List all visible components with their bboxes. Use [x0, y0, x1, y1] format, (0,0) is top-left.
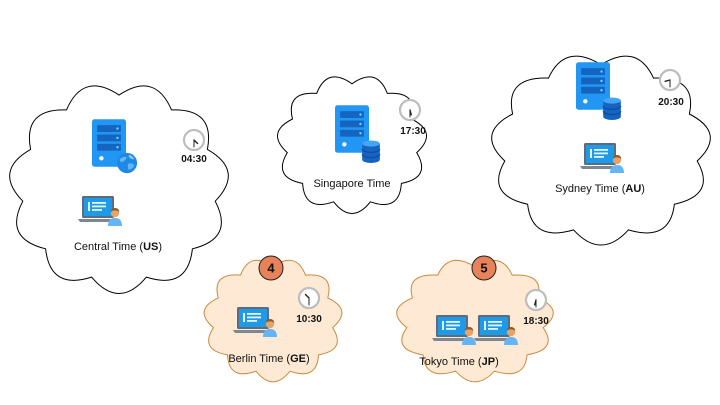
- cloud-central: [9, 85, 229, 294]
- region-label: Berlin Time (GE): [228, 353, 309, 365]
- clock-hour-hand: [193, 139, 199, 145]
- clock-icon: [398, 98, 422, 122]
- badge-number: 5: [480, 261, 487, 276]
- step-badge: 4: [258, 255, 284, 281]
- time-label: 04:30: [181, 154, 207, 165]
- time-label: 17:30: [400, 126, 426, 137]
- region-label: Sydney Time (AU): [555, 183, 645, 195]
- clock-icon: [524, 288, 548, 312]
- step-badge: 5: [471, 255, 497, 281]
- clock-hour-hand: [304, 293, 310, 299]
- clock-icon: [182, 128, 206, 152]
- database-icon: [602, 97, 622, 120]
- clock-icon: [297, 286, 321, 310]
- region-label: Tokyo Time (JP): [419, 356, 499, 368]
- database-icon: [361, 140, 381, 163]
- clock-icon: [658, 68, 682, 92]
- region-label: Central Time (US): [74, 241, 162, 253]
- region-label: Singapore Time: [313, 178, 390, 190]
- time-label: 18:30: [523, 316, 549, 327]
- time-label: 20:30: [658, 97, 684, 108]
- badge-number: 4: [267, 261, 275, 276]
- clock-hour-hand: [664, 79, 671, 82]
- globe-icon: [116, 152, 138, 174]
- time-label: 10:30: [296, 314, 322, 325]
